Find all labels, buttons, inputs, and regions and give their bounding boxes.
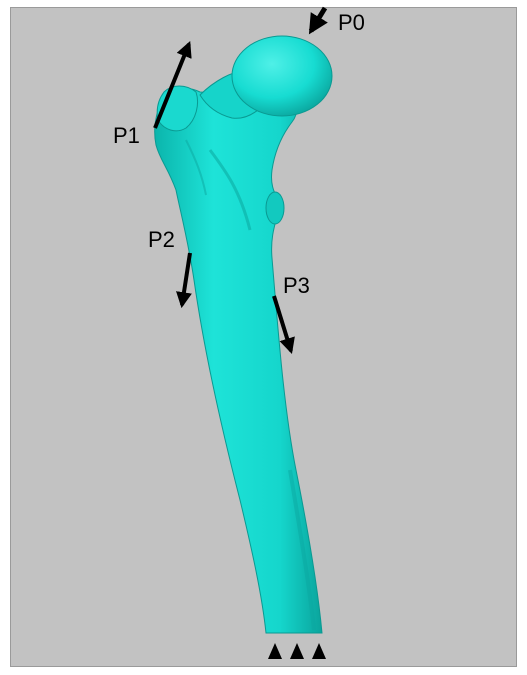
- label-p1: P1: [113, 125, 140, 147]
- arrow-p0: [311, 8, 325, 31]
- label-p2: P2: [148, 229, 175, 251]
- femur-bone: [155, 36, 332, 633]
- triangle-support-icon: [290, 643, 304, 659]
- lesser-trochanter: [266, 192, 284, 224]
- label-p3: P3: [283, 275, 310, 297]
- triangle-support-icon: [268, 643, 282, 659]
- label-p0: P0: [338, 12, 365, 34]
- femur-shaft: [155, 88, 322, 633]
- arrow-p2: [182, 253, 190, 305]
- femoral-head: [232, 36, 332, 116]
- support-constraints: [268, 643, 326, 659]
- triangle-support-icon: [312, 643, 326, 659]
